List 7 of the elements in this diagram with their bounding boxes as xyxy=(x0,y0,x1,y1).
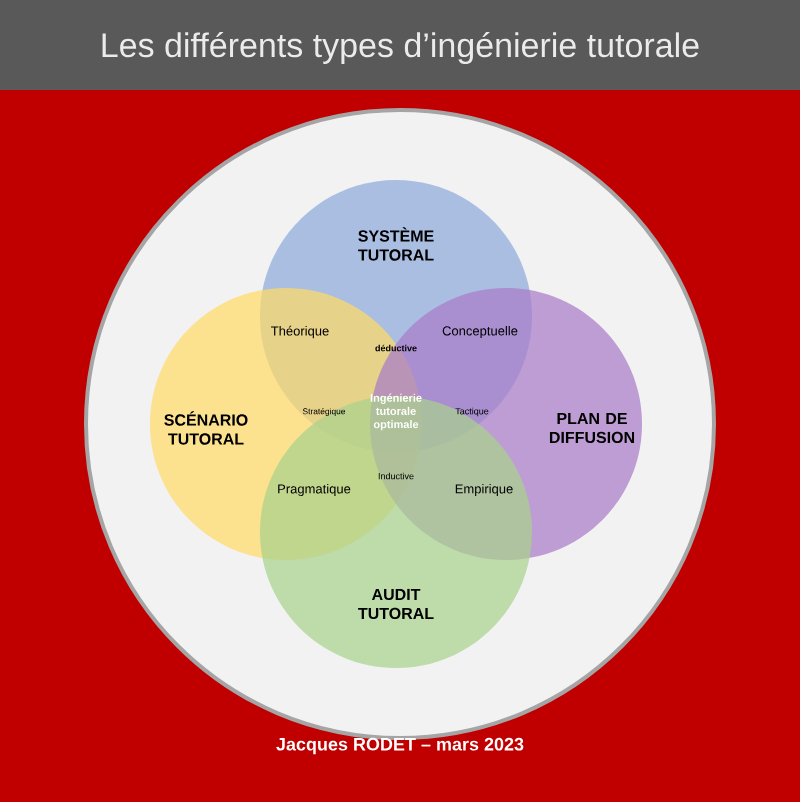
circle-label: SCÉNARIO TUTORAL xyxy=(164,411,248,445)
title: Les différents types d’ingénierie tutorale xyxy=(102,31,699,65)
venn-circle xyxy=(260,396,532,668)
author-credit: Jacques RODET – mars 2023 xyxy=(276,737,524,755)
circle-label: PLAN DE DIFFUSION xyxy=(549,412,635,444)
circle-label: SYSTÈME TUTORAL xyxy=(358,227,434,261)
circle-label: AUDIT TUTORAL xyxy=(358,588,434,620)
